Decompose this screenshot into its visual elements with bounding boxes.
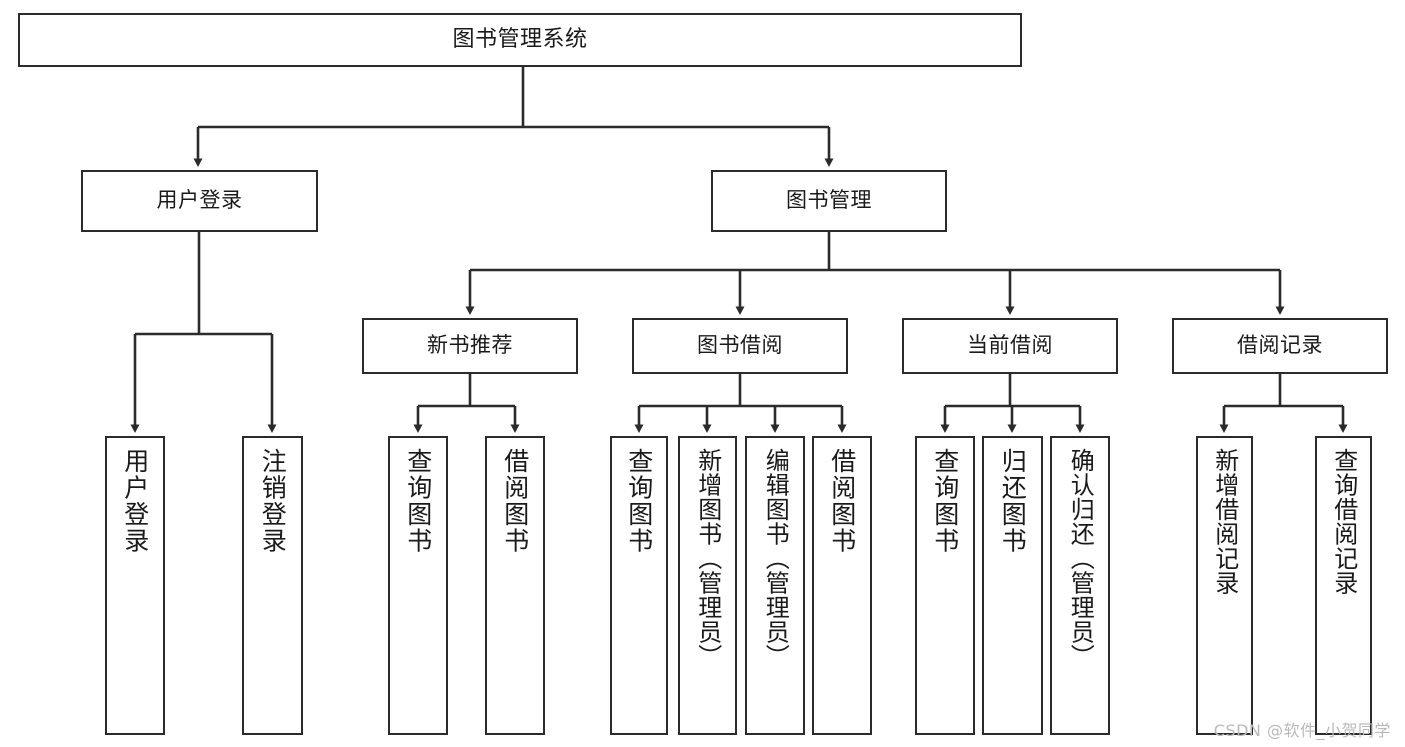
node-leaf-query-record[interactable]: 查询借阅记录 — [1315, 436, 1372, 735]
node-leaf-add-book-label: 新增图书（管理员） — [693, 448, 722, 669]
node-current-borrow[interactable]: 当前借阅 — [902, 318, 1118, 374]
node-leaf-confirm-return-label: 确认归还（管理员） — [1066, 448, 1095, 669]
node-leaf-add-book[interactable]: 新增图书（管理员） — [678, 436, 737, 735]
node-leaf-logout-label: 注销登录 — [258, 448, 288, 554]
node-leaf-add-record[interactable]: 新增借阅记录 — [1196, 436, 1253, 735]
node-leaf-return-book-label: 归还图书 — [998, 448, 1028, 554]
node-book-borrow[interactable]: 图书借阅 — [632, 318, 848, 374]
node-book-manage[interactable]: 图书管理 — [711, 170, 947, 232]
node-root-label: 图书管理系统 — [452, 26, 588, 52]
node-user-login-label: 用户登录 — [156, 188, 243, 213]
node-user-login[interactable]: 用户登录 — [81, 170, 318, 232]
node-leaf-query-record-label: 查询借阅记录 — [1329, 448, 1358, 595]
node-leaf-user-login[interactable]: 用户登录 — [105, 436, 165, 735]
node-book-borrow-label: 图书借阅 — [697, 333, 783, 358]
node-leaf-borrow-book-2[interactable]: 借阅图书 — [812, 436, 872, 735]
node-leaf-query-book-2[interactable]: 查询图书 — [610, 436, 668, 735]
node-leaf-query-book-3[interactable]: 查询图书 — [915, 436, 975, 735]
node-leaf-edit-book[interactable]: 编辑图书（管理员） — [745, 436, 805, 735]
node-leaf-return-book[interactable]: 归还图书 — [982, 436, 1043, 735]
node-leaf-logout[interactable]: 注销登录 — [242, 436, 303, 735]
node-book-manage-label: 图书管理 — [786, 188, 872, 213]
node-leaf-confirm-return[interactable]: 确认归还（管理员） — [1050, 436, 1110, 735]
node-leaf-borrow-book-2-label: 借阅图书 — [827, 448, 857, 554]
node-new-book-rec[interactable]: 新书推荐 — [362, 318, 578, 374]
csdn-watermark: CSDN @软件_小贺同学 — [1213, 721, 1391, 740]
node-root[interactable]: 图书管理系统 — [18, 13, 1022, 67]
node-leaf-borrow-book-1-label: 借阅图书 — [500, 448, 530, 554]
node-borrow-record[interactable]: 借阅记录 — [1172, 318, 1388, 374]
node-new-book-rec-label: 新书推荐 — [427, 333, 513, 358]
node-leaf-user-login-label: 用户登录 — [120, 448, 150, 554]
node-leaf-query-book-2-label: 查询图书 — [624, 448, 654, 554]
node-leaf-query-book-3-label: 查询图书 — [930, 448, 960, 554]
node-leaf-add-record-label: 新增借阅记录 — [1210, 448, 1239, 595]
node-leaf-query-book-1[interactable]: 查询图书 — [388, 436, 448, 735]
node-leaf-borrow-book-1[interactable]: 借阅图书 — [485, 436, 545, 735]
node-leaf-edit-book-label: 编辑图书（管理员） — [761, 448, 790, 669]
node-borrow-record-label: 借阅记录 — [1237, 333, 1323, 358]
node-leaf-query-book-1-label: 查询图书 — [403, 448, 433, 554]
node-current-borrow-label: 当前借阅 — [967, 333, 1053, 358]
